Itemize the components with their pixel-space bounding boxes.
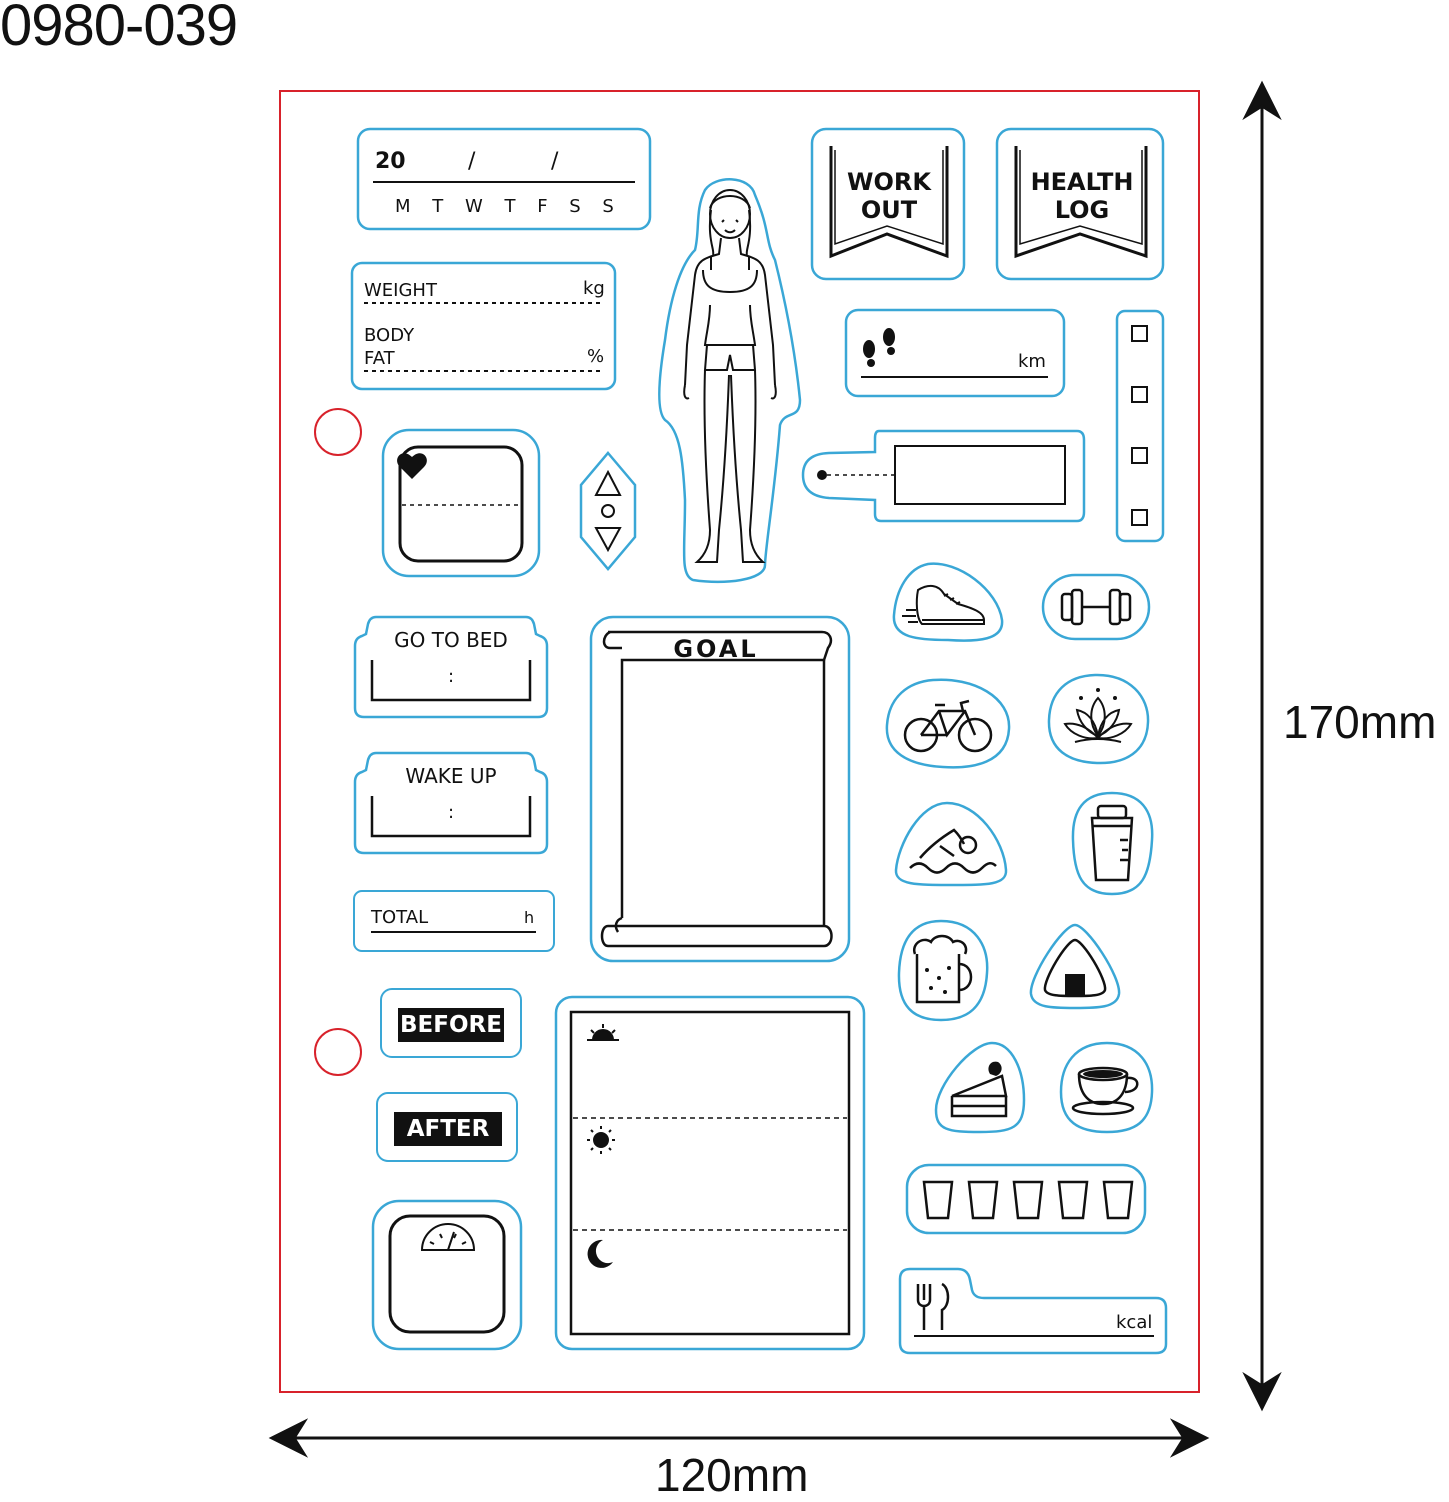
shaker-bottle-icon[interactable] xyxy=(1070,790,1156,896)
total-sticker[interactable]: TOTAL h xyxy=(351,888,557,954)
wake-up-label: WAKE UP xyxy=(405,764,496,788)
checklist-sticker[interactable] xyxy=(1114,308,1166,544)
wake-up-sticker[interactable]: WAKE UP : xyxy=(352,750,550,856)
before-label: BEFORE xyxy=(398,1008,504,1042)
kcal-unit: kcal xyxy=(1116,1312,1152,1333)
heart-icon xyxy=(397,453,427,479)
sunrise-icon xyxy=(587,1024,619,1041)
before-sticker[interactable]: BEFORE xyxy=(380,988,522,1058)
distance-sticker[interactable]: km xyxy=(843,307,1067,399)
product-code: 0980-039 xyxy=(0,0,238,58)
triangle-arrows-icon[interactable] xyxy=(575,450,641,572)
lotus-icon[interactable] xyxy=(1045,672,1151,766)
weight-unit: kg xyxy=(583,278,605,299)
go-to-bed-label: GO TO BED xyxy=(394,628,508,652)
checkbox-icon xyxy=(1131,325,1148,526)
coffee-cup-icon[interactable] xyxy=(1057,1040,1157,1136)
go-to-bed-colon: : xyxy=(448,666,454,687)
height-label: 170mm xyxy=(1283,696,1437,748)
fat-unit: % xyxy=(587,346,604,367)
meals-sticker[interactable] xyxy=(553,994,867,1352)
date-year-prefix: 20 xyxy=(375,149,406,174)
goal-scroll-sticker[interactable]: GOAL xyxy=(588,614,852,964)
weight-fat-sticker[interactable]: WEIGHT kg BODY FAT % xyxy=(349,260,619,392)
water-glasses-icon[interactable] xyxy=(904,1162,1148,1236)
sticker-sheet-border xyxy=(279,90,1200,1393)
healthlog-flag-sticker[interactable]: HEALTH LOG xyxy=(994,126,1166,282)
goal-label: GOAL xyxy=(673,635,758,663)
date-slash-1: / xyxy=(468,149,476,174)
bicycle-icon[interactable] xyxy=(883,677,1013,771)
onigiri-icon[interactable] xyxy=(1027,922,1123,1010)
date-slash-2: / xyxy=(551,149,559,174)
luggage-tag-icon[interactable] xyxy=(799,428,1087,524)
width-label: 120mm xyxy=(655,1449,809,1501)
healthlog-line1: HEALTH xyxy=(1031,168,1134,196)
sneaker-icon[interactable] xyxy=(888,560,1006,644)
distance-unit: km xyxy=(1018,351,1046,372)
sun-icon xyxy=(587,1126,615,1154)
total-unit: h xyxy=(524,908,534,927)
workout-line1: WORK xyxy=(847,168,932,196)
workout-flag-sticker[interactable]: WORK OUT xyxy=(809,126,967,282)
beer-mug-icon[interactable] xyxy=(895,918,991,1022)
woman-figure-icon[interactable] xyxy=(655,170,805,585)
go-to-bed-sticker[interactable]: GO TO BED : xyxy=(352,614,550,720)
weight-label: WEIGHT xyxy=(364,280,438,301)
healthlog-line2: LOG xyxy=(1055,196,1110,224)
swimmer-icon[interactable] xyxy=(892,800,1010,888)
bathroom-scale-icon[interactable] xyxy=(370,1198,524,1352)
heart-box-sticker[interactable] xyxy=(380,427,542,579)
fork-knife-icon xyxy=(916,1282,950,1330)
kcal-sticker[interactable]: kcal xyxy=(896,1266,1170,1356)
total-label: TOTAL xyxy=(370,907,428,928)
after-label: AFTER xyxy=(394,1112,502,1146)
wake-up-colon: : xyxy=(448,802,454,823)
workout-line2: OUT xyxy=(861,196,918,224)
dumbbell-icon[interactable] xyxy=(1040,572,1152,642)
footprints-icon xyxy=(863,328,895,367)
fat-label: FAT xyxy=(364,348,396,369)
date-weekdays: M T W T F S S xyxy=(395,196,622,217)
body-label: BODY xyxy=(364,325,415,346)
moon-icon xyxy=(587,1239,613,1268)
date-sticker[interactable]: 20 / / M T W T F S S xyxy=(355,126,655,232)
after-sticker[interactable]: AFTER xyxy=(376,1092,518,1162)
cake-icon[interactable] xyxy=(932,1040,1028,1136)
